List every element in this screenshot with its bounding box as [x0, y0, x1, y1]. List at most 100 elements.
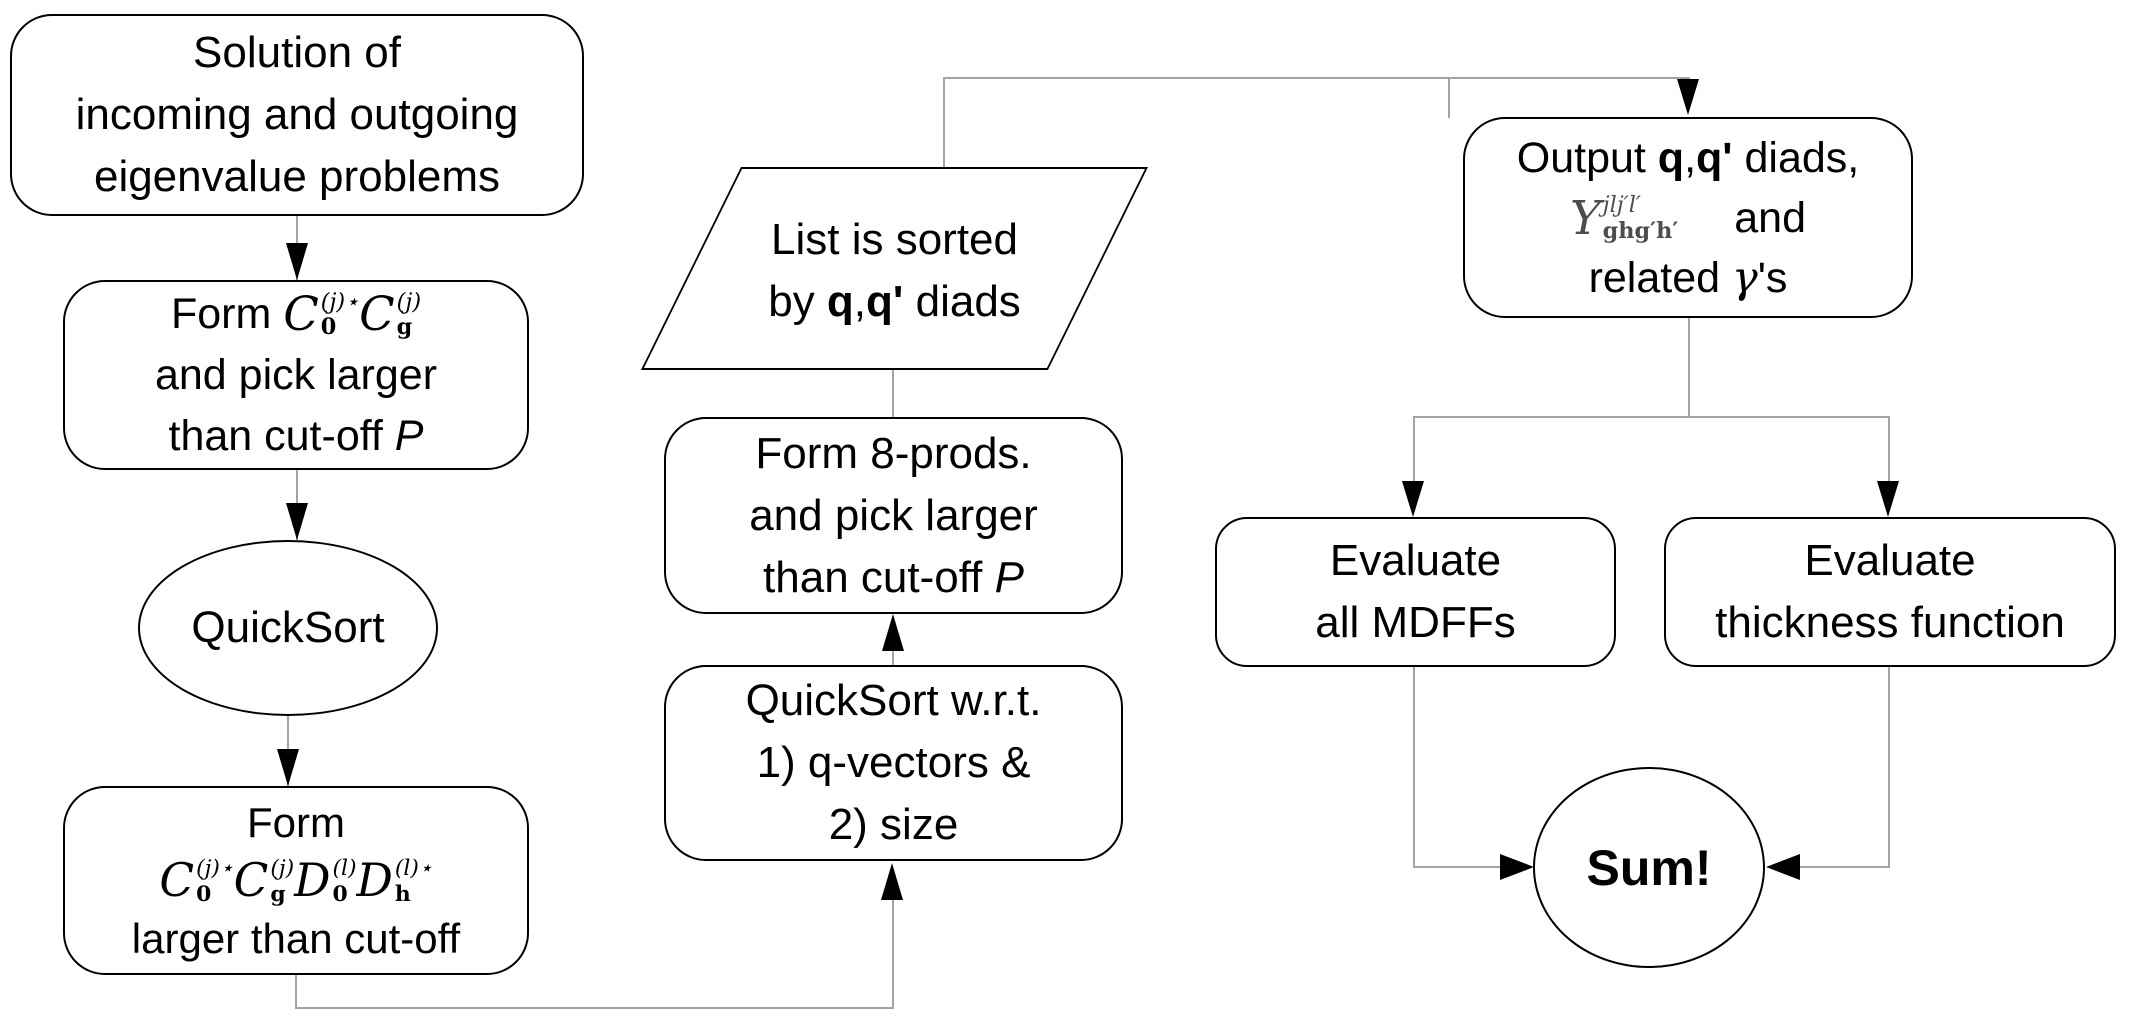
- node-line: 2) size: [828, 800, 959, 849]
- text-output: Output: [1516, 133, 1658, 182]
- arrowhead-down-icon: [1402, 481, 1424, 517]
- arrowhead-up-icon: [881, 863, 903, 900]
- node-line: QuickSort w.r.t.: [745, 676, 1042, 725]
- math-scripts: (j)⋆ 0: [320, 288, 360, 340]
- node-line: Y jlj′l′ ghg′h′ and: [1570, 188, 1806, 248]
- connector-thickness-to-sum: [1800, 866, 1890, 868]
- node-quicksort-wrt: QuickSort w.r.t. 1) q-vectors & 2) size: [664, 665, 1123, 861]
- text-gamma-s: 's: [1757, 253, 1788, 302]
- math-scripts: jlj′l′ ghg′h′: [1603, 193, 1679, 243]
- node-line: and pick larger: [749, 490, 1038, 540]
- node-line: Solution of: [193, 28, 401, 77]
- arrowhead-right-icon: [1500, 854, 1534, 880]
- math-sup: (l)⋆: [394, 856, 433, 882]
- text-q: q: [826, 276, 854, 326]
- math-sup: (j)⋆: [196, 856, 234, 882]
- node-line: Form: [247, 798, 345, 846]
- math-term: C (j)⋆ 0: [283, 284, 359, 345]
- arrowhead-up-icon: [882, 614, 904, 651]
- node-quicksort-ellipse: QuickSort: [138, 540, 438, 716]
- node-line: C (j)⋆ 0 C (j) g D (l) 0: [159, 852, 432, 910]
- node-line: Form C (j)⋆ 0 C (j) g: [171, 284, 421, 345]
- math-term: C (j)⋆ 0: [159, 852, 233, 910]
- connector-up-to-qsortwrt: [892, 898, 894, 1009]
- arrowhead-down-icon: [277, 749, 299, 786]
- math-scripts: (j) g: [270, 856, 295, 907]
- math-sub: ghg′h′: [1602, 217, 1679, 244]
- node-line: List is sorted: [771, 214, 1018, 264]
- node-sum-ellipse: Sum!: [1533, 767, 1765, 968]
- connector-split-horizontal: [1413, 416, 1890, 418]
- connector-split-left-down: [1413, 417, 1415, 483]
- math-sub: 0: [332, 880, 348, 907]
- text-q-prime: q': [866, 276, 904, 326]
- node-line: Form 8-prods.: [755, 428, 1032, 478]
- node-line: eigenvalue problems: [93, 152, 501, 201]
- connector-top-horizontal: [943, 77, 1690, 79]
- text-comma: ,: [1684, 133, 1697, 182]
- math-term: C (j) g: [234, 852, 295, 910]
- text-cutoff-p: P: [394, 411, 424, 460]
- node-solution: Solution of incoming and outgoing eigenv…: [10, 14, 584, 216]
- math-sup: (j)⋆: [320, 288, 360, 315]
- math-scripts: (j)⋆ 0: [196, 856, 234, 907]
- arrowhead-down-icon: [286, 503, 308, 540]
- text-gamma: γ: [1732, 252, 1758, 303]
- text-cutoff-p: P: [994, 552, 1024, 602]
- math-sup: (l): [332, 856, 357, 882]
- node-form-product: Form C (j)⋆ 0 C (j) g D (l) 0: [63, 786, 529, 975]
- text-cutoff: than cut-off: [763, 552, 995, 602]
- connector-qsortwrt-to-form8: [892, 648, 894, 665]
- math-scripts: (l)⋆ h: [394, 856, 433, 906]
- node-line: related γ's: [1589, 248, 1788, 308]
- math-sup: (j): [270, 856, 295, 882]
- node-output: Output q,q' diads, Y jlj′l′ ghg′h′ and r…: [1463, 117, 1913, 318]
- math-var: C: [359, 286, 395, 341]
- math-var: D: [294, 853, 331, 907]
- node-form-8prods: Form 8-prods. and pick larger than cut-o…: [664, 417, 1123, 614]
- node-line: Sum!: [1586, 839, 1712, 896]
- text-by: by: [768, 276, 827, 326]
- node-form-c: Form C (j)⋆ 0 C (j) g and pick larger th…: [63, 280, 529, 470]
- connector-mdff-down: [1413, 667, 1415, 868]
- connector-parallelogram-up: [943, 78, 945, 168]
- node-line: Evaluate: [1329, 536, 1502, 585]
- node-line: and pick larger: [154, 350, 438, 399]
- math-sub: g: [270, 880, 286, 907]
- node-line: 1) q-vectors &: [756, 738, 1031, 787]
- text-cutoff: than cut-off: [168, 411, 395, 460]
- connector-formprod-horizontal: [295, 1007, 894, 1009]
- node-line: thickness function: [1715, 598, 2065, 647]
- node-evaluate-mdffs: Evaluate all MDFFs: [1215, 517, 1616, 667]
- math-sub: 0: [320, 314, 337, 340]
- node-list-sorted-parallelogram: List is sorted by q,q' diads: [640, 167, 1148, 372]
- arrowhead-down-icon: [286, 243, 308, 280]
- connector-thickness-down: [1888, 667, 1890, 868]
- text-q: q: [1657, 133, 1685, 182]
- math-sup: (j): [396, 288, 422, 315]
- math-sub: g: [396, 314, 413, 340]
- node-line: all MDFFs: [1315, 598, 1516, 647]
- node-line: Output q,q' diads,: [1517, 128, 1859, 188]
- math-sup: jlj′l′: [1602, 192, 1641, 219]
- connector-split-right-down: [1888, 417, 1890, 483]
- node-evaluate-thickness: Evaluate thickness function: [1664, 517, 2116, 667]
- node-line: incoming and outgoing: [75, 90, 519, 139]
- node-line: larger than cut-off: [131, 914, 461, 962]
- text-q-prime: q': [1696, 133, 1733, 182]
- node-line: QuickSort: [191, 603, 385, 652]
- math-sub: 0: [196, 880, 212, 907]
- parallelogram-content: List is sorted by q,q' diads: [691, 169, 1098, 372]
- text-comma: ,: [853, 276, 867, 326]
- arrowhead-down-icon: [1877, 481, 1899, 517]
- math-term: D (l)⋆ h: [357, 852, 433, 910]
- math-term: D (l) 0: [294, 852, 356, 910]
- connector-form8-to-parallelogram: [892, 370, 894, 417]
- math-var: C: [159, 853, 195, 907]
- connector-output-down: [1688, 318, 1690, 418]
- text-diads: diads,: [1732, 133, 1860, 182]
- text-form-prefix: Form: [170, 289, 284, 338]
- node-line: than cut-off P: [169, 406, 424, 467]
- connector-mdff-to-sum: [1413, 866, 1503, 868]
- math-var: D: [356, 853, 393, 907]
